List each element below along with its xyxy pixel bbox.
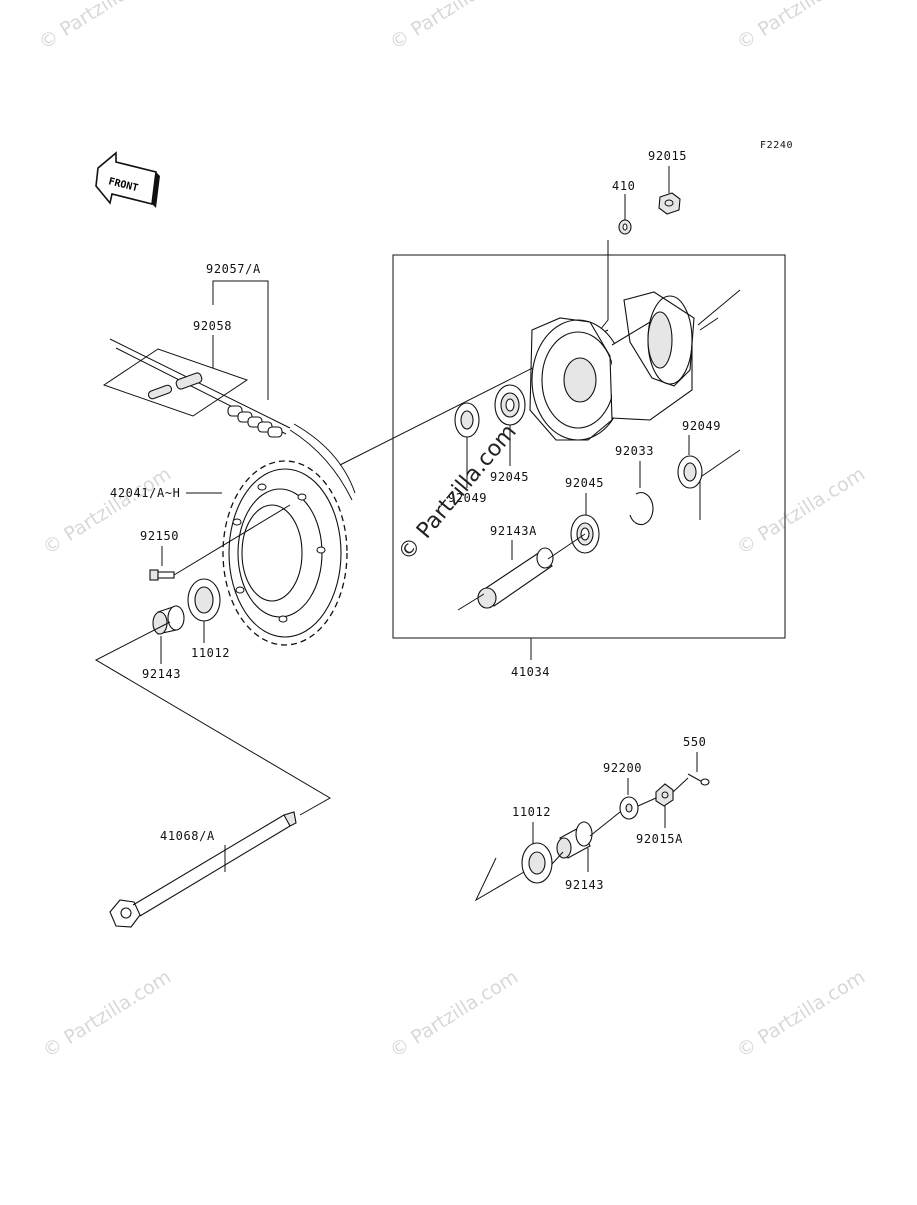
label-92150: 92150 <box>140 529 179 543</box>
seal-icon <box>187 578 221 622</box>
label-92057: 92057/A <box>206 262 261 276</box>
label-92143-right: 92143 <box>565 878 604 892</box>
watermark: © Partzilla.com <box>35 0 171 54</box>
label-92049-left: 92049 <box>448 491 487 505</box>
sprocket-icon <box>222 460 348 646</box>
washer-icon <box>618 219 632 235</box>
label-92143-left: 92143 <box>142 667 181 681</box>
label-92143A: 92143A <box>490 524 537 538</box>
cotter-pin-icon <box>687 773 710 786</box>
seal-icon <box>454 402 480 438</box>
chain-icon <box>102 338 356 501</box>
collar-icon <box>152 605 185 635</box>
bearing-icon <box>494 384 526 426</box>
watermark: © Partzilla.com <box>39 966 175 1062</box>
hub-assembly-frame <box>392 254 786 639</box>
circlip-icon <box>629 492 654 526</box>
front-arrow-icon: FRONT <box>95 151 160 208</box>
watermark: © Partzilla.com <box>733 0 869 54</box>
nut-icon <box>658 192 681 215</box>
seal-icon <box>677 455 703 489</box>
label-92049-right: 92049 <box>682 419 721 433</box>
label-41068: 41068/A <box>160 829 215 843</box>
label-92045-bottom: 92045 <box>565 476 604 490</box>
label-92033: 92033 <box>615 444 654 458</box>
nut-icon <box>655 783 674 807</box>
label-410: 410 <box>612 179 635 193</box>
label-11012-right: 11012 <box>512 805 551 819</box>
label-92045-top: 92045 <box>490 470 529 484</box>
diagram-code: F2240 <box>760 140 793 151</box>
label-92015A: 92015A <box>636 832 683 846</box>
label-41034: 41034 <box>511 665 550 679</box>
label-92015: 92015 <box>648 149 687 163</box>
label-11012-left: 11012 <box>191 646 230 660</box>
watermark: © Partzilla.com <box>386 966 522 1062</box>
label-92200: 92200 <box>603 761 642 775</box>
spacer-tube-icon <box>477 547 554 609</box>
watermark: © Partzilla.com <box>386 0 522 54</box>
seal-icon <box>521 842 553 884</box>
bolt-icon <box>149 504 291 581</box>
label-92058: 92058 <box>193 319 232 333</box>
watermark: © Partzilla.com <box>39 463 175 559</box>
watermark: © Partzilla.com <box>733 463 869 559</box>
collar-icon <box>556 821 593 859</box>
axle-icon <box>109 811 297 928</box>
label-42041: 42041/A~H <box>110 486 180 500</box>
watermark: © Partzilla.com <box>733 966 869 1062</box>
watermark-overlay: © Partzilla.com <box>393 420 521 566</box>
washer-icon <box>619 796 639 820</box>
hub-icon <box>529 291 695 441</box>
label-550: 550 <box>683 735 706 749</box>
